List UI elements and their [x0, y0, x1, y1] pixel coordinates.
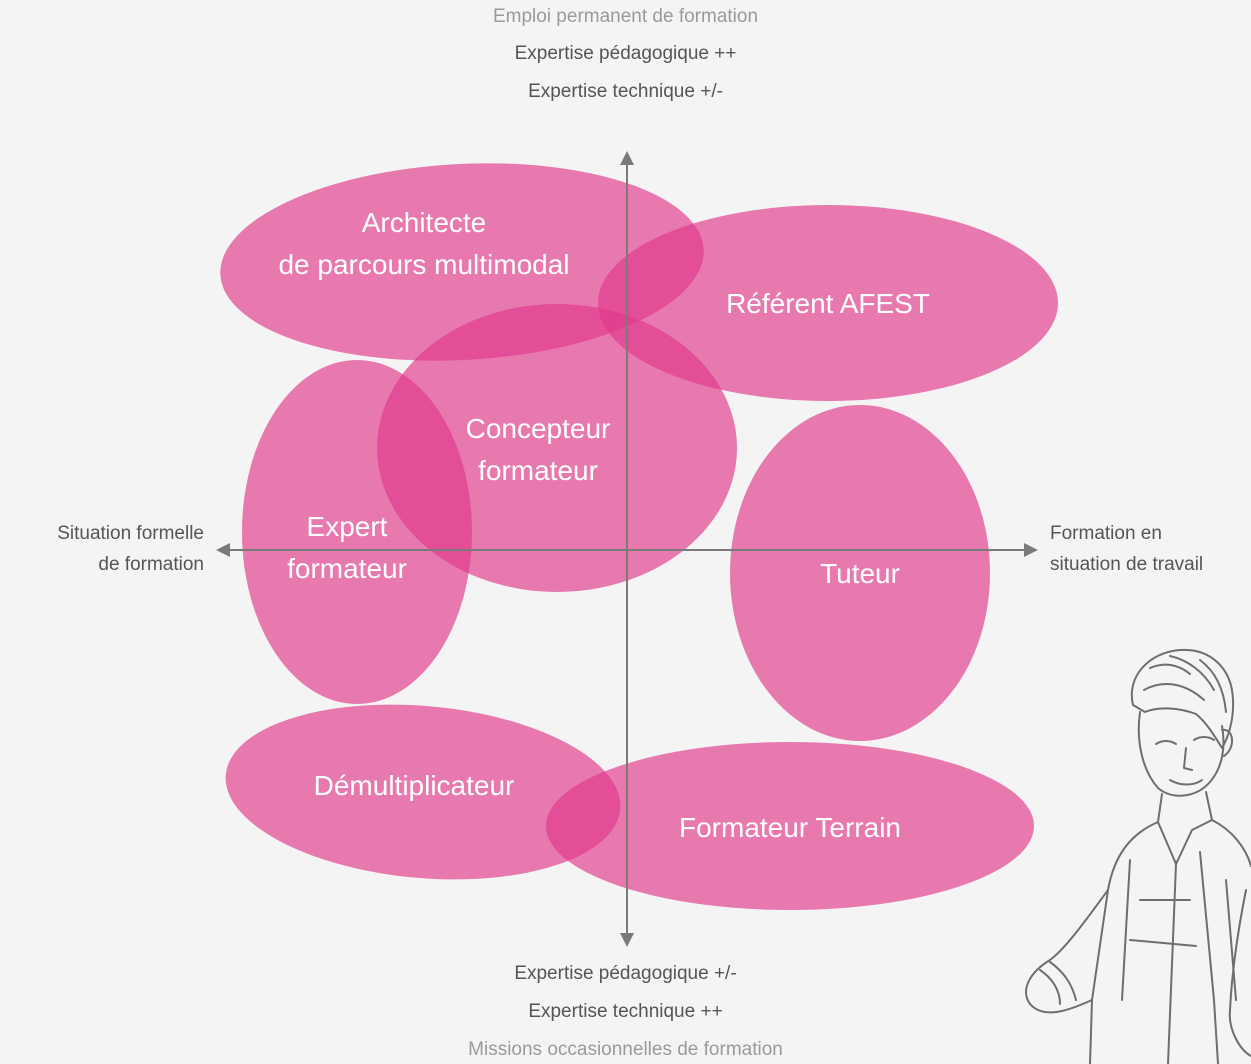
- label-expert-line2: formateur: [287, 553, 407, 584]
- label-demultiplicateur: Démultiplicateur: [313, 770, 515, 801]
- ellipse-terrain: [546, 742, 1034, 910]
- ellipse-tuteur: [730, 405, 990, 741]
- bottom-technical-expertise: Expertise technique ++: [528, 1001, 723, 1022]
- bottom-pedagogic-expertise: Expertise pédagogique +/-: [514, 963, 737, 984]
- right-axis-label: Formation en situation de travail: [1050, 518, 1203, 580]
- ellipse-demultiplicateur: [225, 704, 621, 880]
- bottom-axis-title: Missions occasionnelles de formation: [468, 1039, 783, 1060]
- ellipse-expert: [242, 360, 472, 704]
- label-architecte: Architecte de parcours multimodal: [278, 202, 569, 286]
- ellipse-referent: [598, 205, 1058, 401]
- person-illustration: [1025, 648, 1251, 1064]
- label-architecte-line2: de parcours multimodal: [278, 249, 570, 280]
- left-axis-label: Situation formelle de formation: [57, 518, 204, 580]
- label-concepteur-line2: formateur: [478, 455, 598, 486]
- right-axis-label-line1: Formation en: [1050, 523, 1162, 544]
- left-axis-label-line2: de formation: [98, 554, 204, 575]
- label-referent: Référent AFEST: [726, 288, 930, 319]
- top-axis-title: Emploi permanent de formation: [492, 6, 759, 27]
- label-formateur-terrain: Formateur Terrain: [678, 812, 902, 843]
- label-tuteur: Tuteur: [820, 558, 900, 589]
- label-concepteur-line1: Concepteur: [465, 413, 611, 444]
- right-axis-label-line2: situation de travail: [1050, 554, 1204, 575]
- label-concepteur: Concepteur formateur: [466, 408, 611, 492]
- left-axis-label-line1: Situation formelle: [57, 523, 204, 544]
- label-architecte-line1: Architecte: [361, 207, 487, 238]
- label-expert-line1: Expert: [306, 511, 388, 542]
- top-technical-expertise: Expertise technique +/-: [528, 81, 723, 102]
- top-pedagogic-expertise: Expertise pédagogique ++: [514, 43, 737, 64]
- label-expert: Expert formateur: [287, 506, 407, 590]
